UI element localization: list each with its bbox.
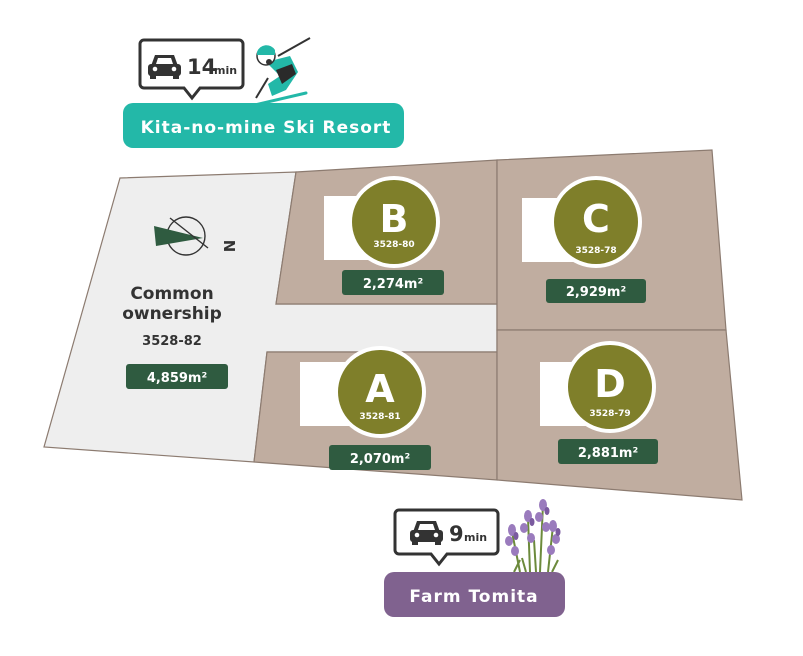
plot-b-letter: B (380, 197, 409, 241)
plot-a-marker: A 3528-81 2,070m² (300, 346, 431, 470)
ski-drive-unit: min (214, 64, 237, 77)
farm-callout: 9 min (384, 499, 565, 617)
plot-c-lot-id: 3528-78 (575, 246, 616, 256)
compass-label: N (221, 240, 239, 253)
ski-resort-label: Kita-no-mine Ski Resort (141, 118, 392, 138)
farm-label: Farm Tomita (409, 587, 538, 607)
plot-c-area-label: 2,929m² (566, 285, 626, 300)
farm-drive-minutes: 9 (449, 522, 464, 546)
skier-icon (244, 37, 311, 109)
common-lot-id: 3528-82 (142, 334, 202, 349)
car-icon (148, 55, 181, 79)
plot-a-area-label: 2,070m² (350, 452, 410, 467)
common-area-badge: 4,859m² (126, 364, 228, 389)
farm-drive-unit: min (464, 531, 487, 544)
plot-a-lot-id: 3528-81 (359, 412, 400, 422)
plot-d-lot-id: 3528-79 (589, 409, 630, 419)
plot-b-area-label: 2,274m² (363, 277, 423, 292)
plot-d-marker: D 3528-79 2,881m² (540, 341, 658, 464)
common-title-line1: Common (130, 284, 213, 304)
plot-c-marker: C 3528-78 2,929m² (522, 176, 646, 303)
plot-b-marker: B 3528-80 2,274m² (324, 176, 444, 295)
common-area: 4,859m² (147, 371, 207, 386)
ski-resort-callout: 14 min Kita-no-mine Ski Resort (123, 37, 404, 148)
plot-b-lot-id: 3528-80 (373, 240, 414, 250)
plot-a-letter: A (365, 367, 395, 411)
north-arrow-icon: N (154, 216, 239, 256)
plot-d-letter: D (594, 362, 626, 406)
car-icon (410, 521, 443, 545)
common-title-line2: ownership (122, 304, 222, 324)
plot-c-letter: C (582, 197, 610, 241)
lavender-icon (505, 499, 561, 573)
ski-drive-minutes: 14 (187, 55, 216, 79)
plot-d-area-label: 2,881m² (578, 446, 638, 461)
